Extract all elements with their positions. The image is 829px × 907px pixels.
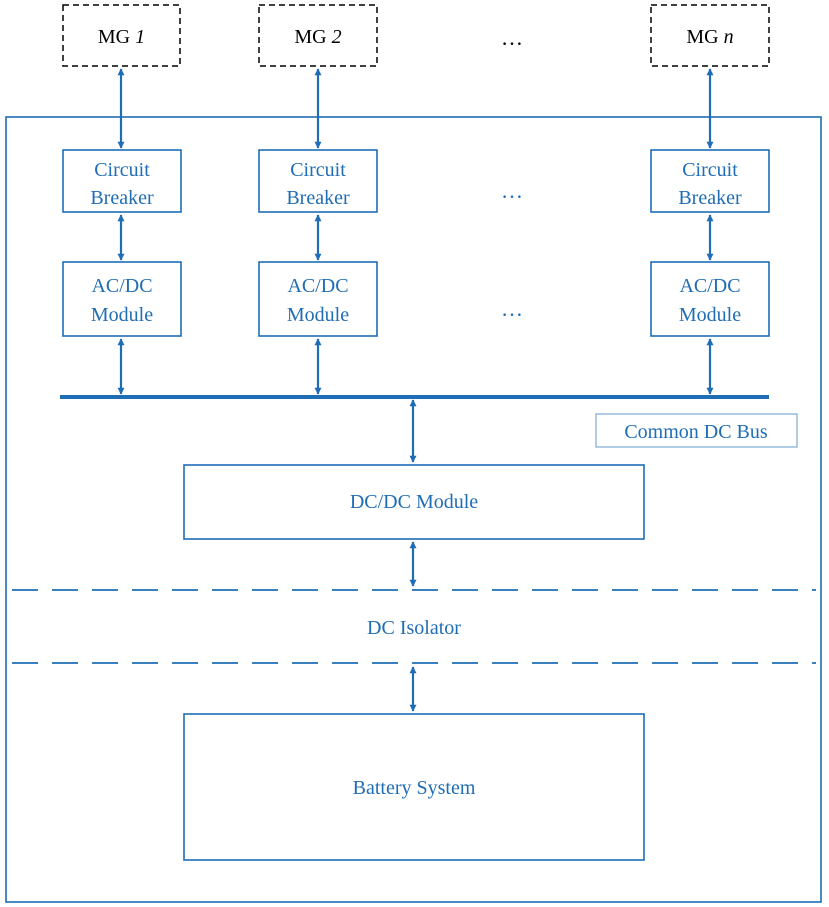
mg-1-prefix: MG (98, 26, 135, 48)
battery-system: Battery System (183, 713, 645, 861)
acdc-module-n-line1: AC/DC (679, 275, 740, 297)
mg-2-index: 2 (332, 26, 342, 48)
acdc-module-1-line2: Module (91, 304, 153, 326)
circuit-breaker-1-line1: Circuit (94, 159, 150, 181)
mg-2-prefix: MG (294, 26, 331, 48)
acdc-module-n-line2: Module (679, 304, 741, 326)
mg-n-index: n (724, 26, 734, 48)
circuit-breaker-n-line1: Circuit (682, 159, 738, 181)
circuit-breaker-1: Circuit Breaker (62, 149, 182, 213)
circuit-breaker-2-line2: Breaker (286, 187, 350, 209)
svg-text:MG n: MG n (686, 26, 733, 48)
acdc-module-2-line1: AC/DC (287, 275, 348, 297)
battery-system-label: Battery System (353, 777, 476, 799)
mg-1-index: 1 (135, 26, 145, 48)
dc-isolator-label: DC Isolator (367, 617, 461, 639)
circuit-breaker-1-line2: Breaker (90, 187, 154, 209)
acdc-module-2: AC/DC Module (258, 261, 378, 337)
breaker-ellipsis: … (501, 178, 523, 203)
mg-n-box: MG n (650, 4, 770, 67)
acdc-module-1: AC/DC Module (62, 261, 182, 337)
circuit-breaker-n: Circuit Breaker (650, 149, 770, 213)
circuit-breaker-2-line1: Circuit (290, 159, 346, 181)
mg-ellipsis: … (501, 25, 523, 50)
dcdc-module: DC/DC Module (183, 464, 645, 540)
svg-text:MG 2: MG 2 (294, 26, 341, 48)
mg-n-prefix: MG (686, 26, 723, 48)
mg-2-box: MG 2 (258, 4, 378, 67)
common-dc-bus-label-box: Common DC Bus (595, 413, 798, 448)
mg-1-box: MG 1 (62, 4, 181, 67)
circuit-breaker-n-line2: Breaker (678, 187, 742, 209)
circuit-breaker-2: Circuit Breaker (258, 149, 378, 213)
svg-text:MG 1: MG 1 (98, 26, 145, 48)
acdc-module-2-line2: Module (287, 304, 349, 326)
dcdc-module-label: DC/DC Module (350, 491, 478, 513)
acdc-module-n: AC/DC Module (650, 261, 770, 337)
acdc-module-1-line1: AC/DC (91, 275, 152, 297)
common-dc-bus-label: Common DC Bus (624, 421, 768, 443)
acdc-ellipsis: … (501, 296, 523, 321)
